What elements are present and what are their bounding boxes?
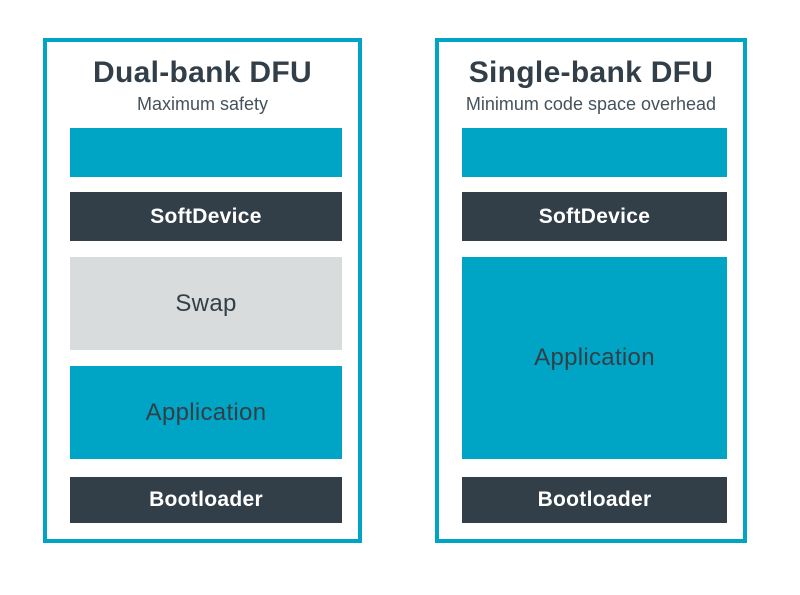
memory-block-application: Application — [70, 366, 342, 459]
panel-subtitle: Minimum code space overhead — [465, 94, 717, 114]
memory-block-bootloader: Bootloader — [70, 477, 342, 523]
block-label: SoftDevice — [538, 204, 651, 228]
panel-dual-bank-dfu: Dual-bank DFU Maximum safety SoftDevice … — [43, 38, 362, 543]
memory-block-swap: Swap — [70, 257, 342, 350]
block-label: Bootloader — [149, 488, 263, 511]
panel-title: Single-bank DFU — [468, 56, 714, 89]
memory-block-softdevice: SoftDevice — [70, 192, 342, 241]
panel-title: Dual-bank DFU — [93, 56, 312, 89]
block-label: Swap — [175, 289, 237, 317]
block-label: Bootloader — [537, 488, 652, 511]
block-label: Application — [145, 398, 267, 426]
memory-block-free-space — [70, 128, 342, 177]
memory-block-softdevice: SoftDevice — [462, 192, 727, 241]
panel-subtitle: Maximum safety — [136, 94, 269, 114]
memory-block-application: Application — [462, 257, 727, 459]
panel-single-bank-dfu: Single-bank DFU Minimum code space overh… — [435, 38, 747, 543]
block-label: Application — [534, 344, 655, 371]
memory-block-free-space — [462, 128, 727, 177]
block-label: SoftDevice — [150, 204, 262, 228]
memory-block-bootloader: Bootloader — [462, 477, 727, 523]
